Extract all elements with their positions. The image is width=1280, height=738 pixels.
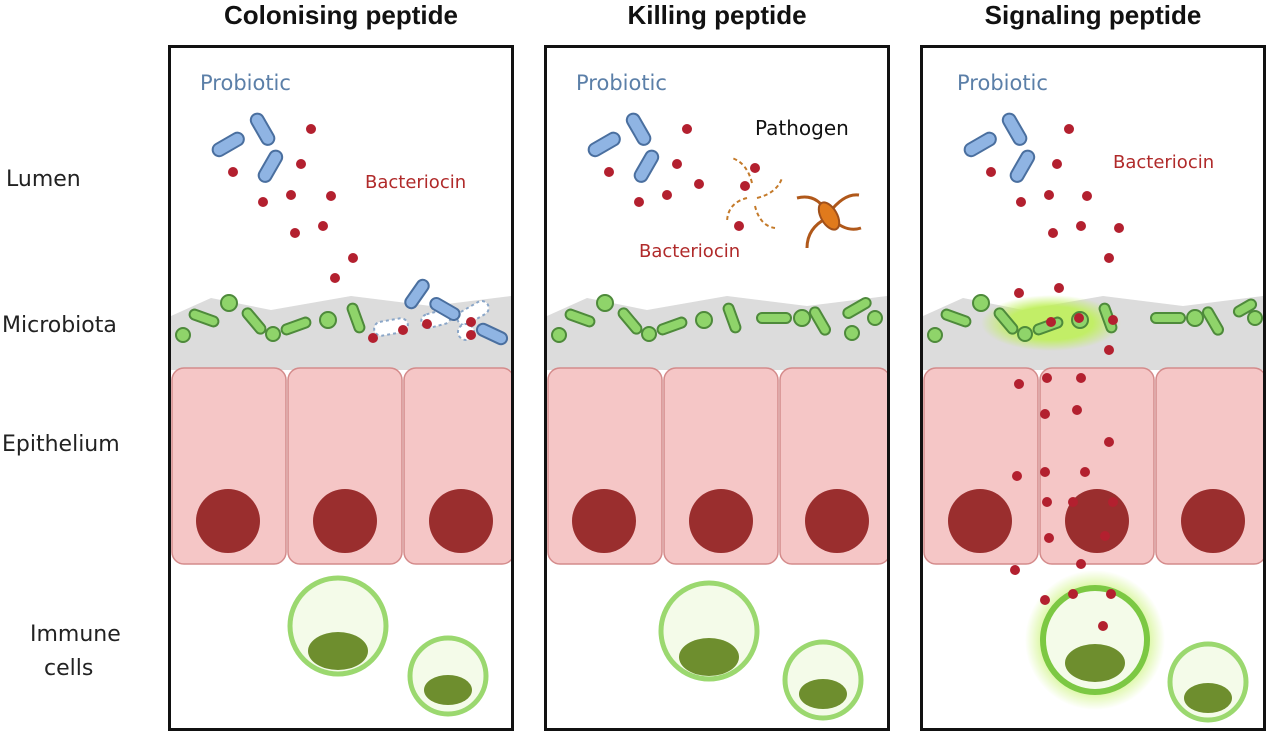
row-label-lumen: Lumen bbox=[6, 167, 81, 192]
bacteriocin-label: Bacteriocin bbox=[639, 241, 741, 262]
row-label-cells: cells bbox=[44, 656, 94, 681]
probiotic-label: Probiotic bbox=[957, 71, 1048, 95]
panel-signaling-drawing bbox=[923, 112, 1263, 723]
panel-colonising: Probiotic Bacteriocin bbox=[168, 45, 514, 731]
panel-title-killing: Killing peptide bbox=[627, 0, 807, 30]
panel-signaling: Probiotic Bacteriocin bbox=[920, 45, 1266, 731]
row-label-immune: Immune bbox=[30, 622, 121, 647]
pathogen bbox=[796, 193, 862, 249]
panel-title-signaling: Signaling peptide bbox=[984, 0, 1202, 30]
probiotic-label: Probiotic bbox=[200, 71, 291, 95]
panel-killing: Probiotic Pathogen Bacteriocin bbox=[544, 45, 890, 731]
bacteriocin-label: Bacteriocin bbox=[1113, 152, 1215, 173]
row-label-epithelium: Epithelium bbox=[2, 432, 120, 457]
row-label-microbiota: Microbiota bbox=[2, 313, 117, 338]
bacteriocin-label: Bacteriocin bbox=[365, 172, 467, 193]
probiotic-label: Probiotic bbox=[576, 71, 667, 95]
panel-killing-drawing bbox=[547, 112, 887, 721]
panel-title-colonising: Colonising peptide bbox=[224, 0, 458, 30]
panel-colonising-drawing bbox=[171, 112, 511, 717]
pathogen-label: Pathogen bbox=[755, 116, 849, 140]
